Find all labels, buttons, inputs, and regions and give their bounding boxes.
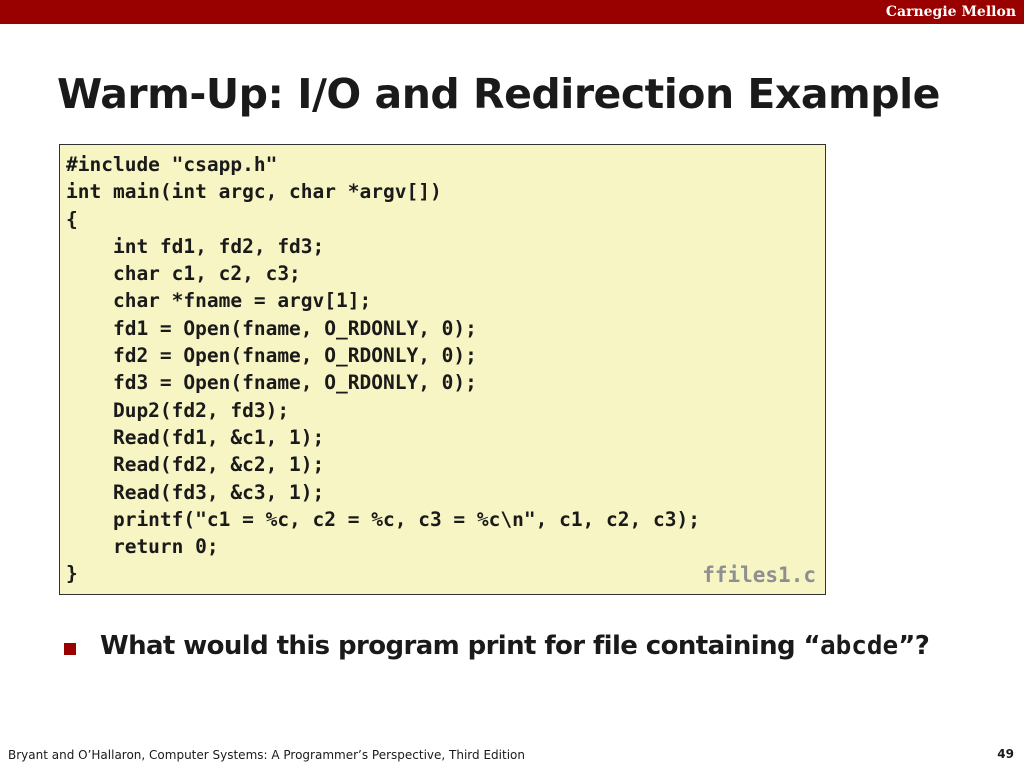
page-number: 49 bbox=[997, 747, 1014, 761]
code-block: #include "csapp.h" int main(int argc, ch… bbox=[59, 144, 826, 595]
footer-citation: Bryant and O’Hallaron, Computer Systems:… bbox=[8, 748, 525, 762]
code-line: int main(int argc, char *argv[]) bbox=[66, 180, 442, 204]
question-text-before: What would this program print for file c… bbox=[100, 631, 821, 661]
code-line: fd2 = Open(fname, O_RDONLY, 0); bbox=[66, 344, 477, 368]
question-text-after: ”? bbox=[898, 631, 930, 661]
slide-title: Warm-Up: I/O and Redirection Example bbox=[57, 70, 940, 118]
code-line: Read(fd1, &c1, 1); bbox=[66, 425, 325, 449]
code-filename: ffiles1.c bbox=[702, 563, 816, 587]
square-bullet-icon bbox=[64, 643, 76, 655]
code-listing: #include "csapp.h" int main(int argc, ch… bbox=[66, 151, 700, 588]
question-text: What would this program print for file c… bbox=[100, 626, 930, 666]
brand-label: Carnegie Mellon bbox=[885, 4, 1016, 20]
question-code: abcde bbox=[819, 631, 899, 661]
code-line: return 0; bbox=[66, 535, 219, 559]
code-line: { bbox=[66, 207, 78, 231]
code-line: char *fname = argv[1]; bbox=[66, 289, 372, 313]
code-line: Read(fd3, &c3, 1); bbox=[66, 480, 325, 504]
code-line: int fd1, fd2, fd3; bbox=[66, 234, 325, 258]
code-line: #include "csapp.h" bbox=[66, 153, 278, 176]
header-bar: Carnegie Mellon bbox=[0, 0, 1024, 24]
code-line: Dup2(fd2, fd3); bbox=[66, 398, 290, 422]
code-line: Read(fd2, &c2, 1); bbox=[66, 453, 325, 477]
code-line: printf("c1 = %c, c2 = %c, c3 = %c\n", c1… bbox=[66, 507, 700, 531]
code-line: fd1 = Open(fname, O_RDONLY, 0); bbox=[66, 316, 477, 340]
code-line: } bbox=[66, 562, 78, 586]
code-line: fd3 = Open(fname, O_RDONLY, 0); bbox=[66, 371, 477, 395]
code-line: char c1, c2, c3; bbox=[66, 262, 301, 286]
